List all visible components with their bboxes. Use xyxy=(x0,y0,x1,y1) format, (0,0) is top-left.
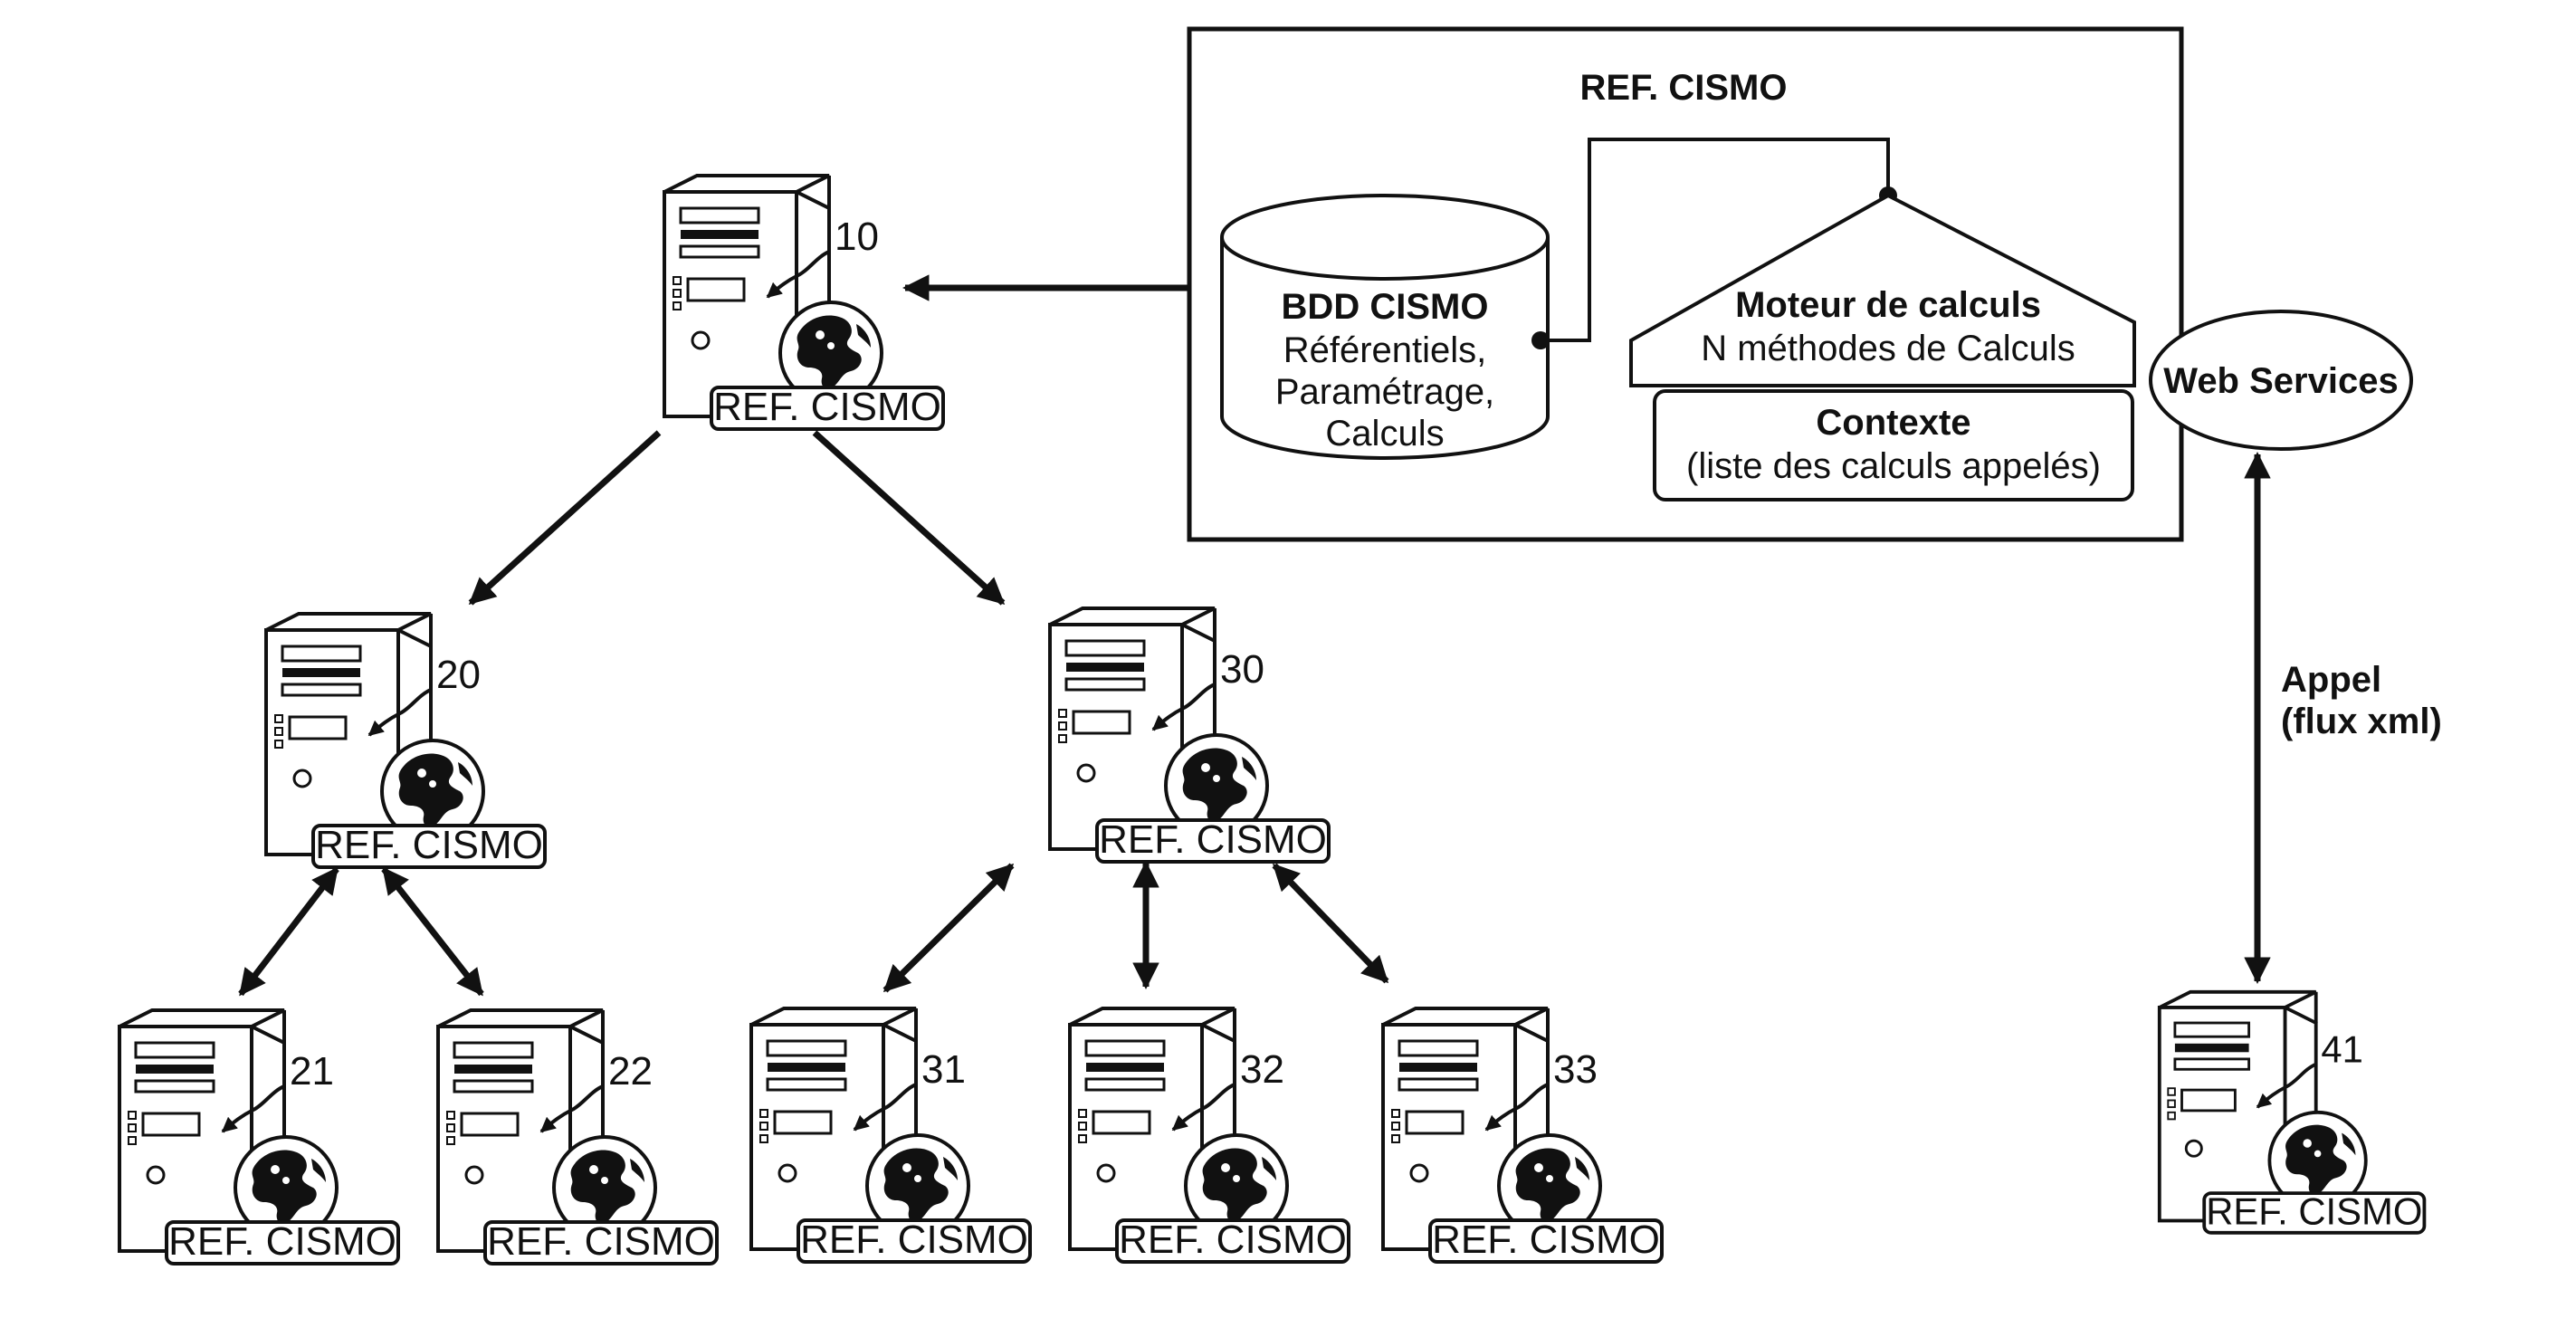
web-services-label: Web Services xyxy=(2163,361,2398,401)
server-reference-number: 31 xyxy=(921,1047,966,1092)
engine-subtitle: N méthodes de Calculs xyxy=(1701,329,2075,368)
server-reference-number: 30 xyxy=(1220,647,1264,692)
arrow-10-to-30 xyxy=(815,433,1003,603)
arrow-20-21 xyxy=(241,869,337,994)
ref-label: REF. CISMO xyxy=(800,1218,1028,1262)
context-box: Contexte (liste des calculs appelés) xyxy=(1655,391,2132,500)
server-reference-number: 22 xyxy=(608,1049,653,1094)
server-reference-number: 41 xyxy=(2321,1028,2363,1071)
server-33: REF. CISMO 33 xyxy=(1383,1008,1662,1262)
ref-label: REF. CISMO xyxy=(2206,1189,2422,1232)
arrow-30-33 xyxy=(1274,865,1387,981)
ref-label: REF. CISMO xyxy=(1119,1218,1347,1262)
server-32: REF. CISMO 32 xyxy=(1070,1008,1349,1262)
calculation-engine: Moteur de calculs N méthodes de Calculs xyxy=(1631,196,2134,386)
ref-cismo-system-box: REF. CISMO BDD CISMO Référentiels, Param… xyxy=(1189,29,2411,540)
server-31: REF. CISMO 31 xyxy=(751,1008,1030,1262)
ref-label: REF. CISMO xyxy=(1099,817,1327,862)
arrow-30-31 xyxy=(885,865,1012,990)
ref-label: REF. CISMO xyxy=(168,1219,396,1264)
database-name: BDD CISMO xyxy=(1282,287,1489,327)
system-box-title: REF. CISMO xyxy=(1580,68,1788,108)
database-line-1: Référentiels, xyxy=(1283,330,1487,370)
server-reference-number: 20 xyxy=(436,653,481,697)
call-label-line-1: Appel xyxy=(2281,660,2381,700)
database-line-2: Paramétrage, xyxy=(1275,372,1494,412)
server-reference-number: 10 xyxy=(835,215,879,259)
server-20: REF. CISMO 20 xyxy=(266,614,545,867)
server-reference-number: 33 xyxy=(1553,1047,1598,1092)
server-22: REF. CISMO 22 xyxy=(438,1010,717,1264)
database-line-3: Calculs xyxy=(1325,414,1444,454)
server-reference-number: 21 xyxy=(290,1049,334,1094)
context-title: Contexte xyxy=(1816,403,1970,443)
server-10: REF. CISMO 10 xyxy=(664,176,943,429)
server-reference-number: 32 xyxy=(1240,1047,1284,1092)
web-services-node: Web Services xyxy=(2151,311,2411,449)
arrow-10-to-20 xyxy=(471,433,659,603)
ref-label: REF. CISMO xyxy=(713,385,941,429)
server-21: REF. CISMO 21 xyxy=(119,1010,398,1264)
arrow-20-22 xyxy=(384,869,482,994)
engine-title: Moteur de calculs xyxy=(1735,285,2041,325)
database-cylinder: BDD CISMO Référentiels, Paramétrage, Cal… xyxy=(1222,196,1548,458)
ref-label: REF. CISMO xyxy=(315,823,543,867)
ref-label: REF. CISMO xyxy=(487,1219,715,1264)
server-30: REF. CISMO 30 xyxy=(1050,608,1329,862)
ref-label: REF. CISMO xyxy=(1432,1218,1660,1262)
server-41: REF. CISMO 41 xyxy=(2160,992,2425,1233)
context-subtitle: (liste des calculs appelés) xyxy=(1686,446,2101,486)
call-label-line-2: (flux xml) xyxy=(2281,702,2442,741)
